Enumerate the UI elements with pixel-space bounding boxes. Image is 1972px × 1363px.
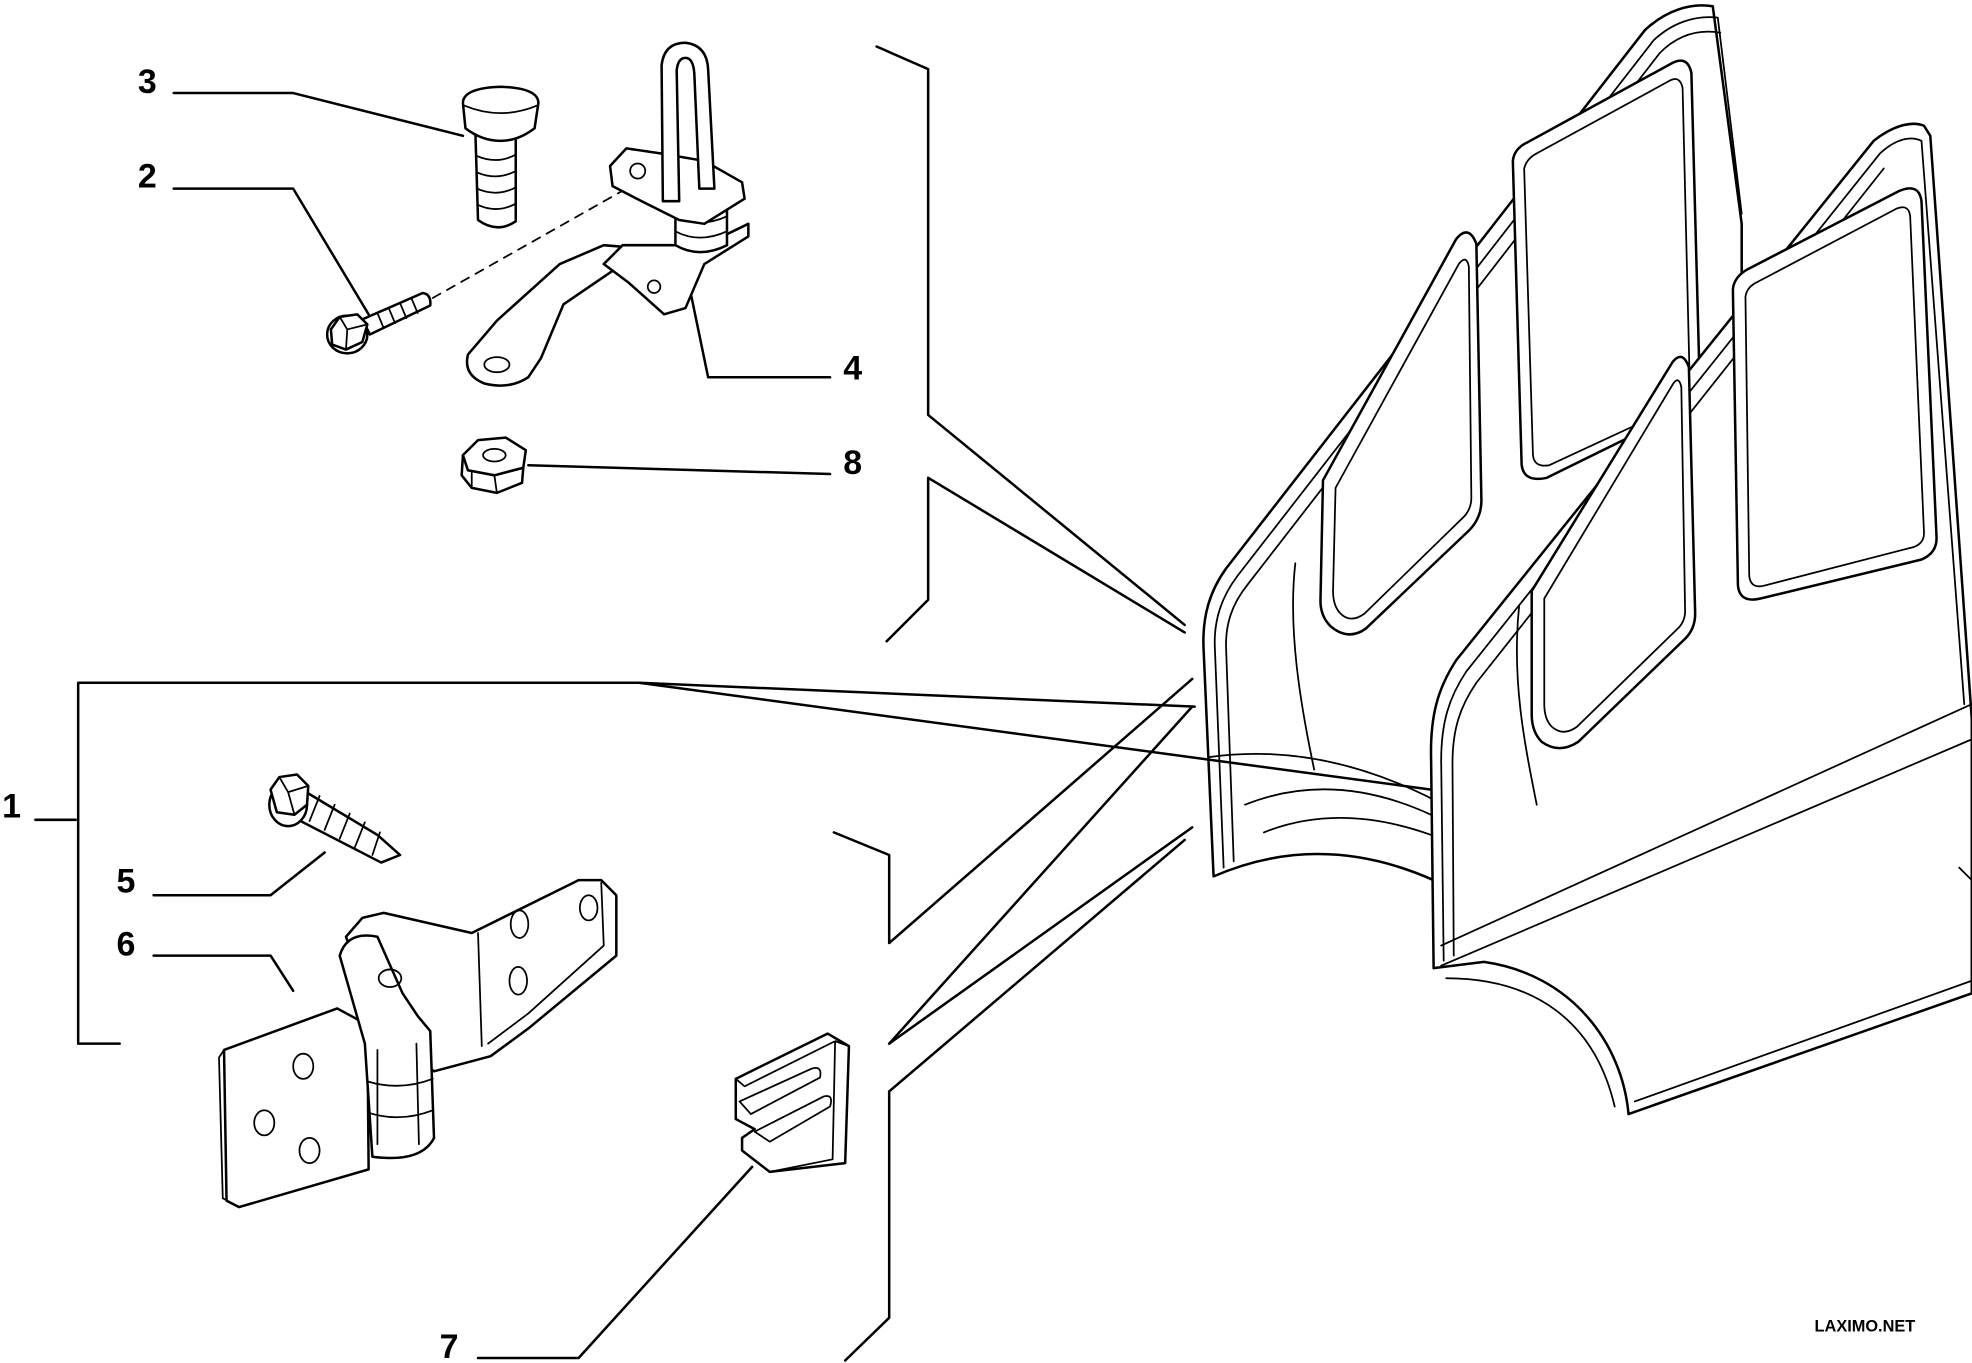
screw-2-hex-edge: [338, 315, 369, 351]
part-7-shim: [734, 1032, 851, 1174]
nut-8-top: [461, 436, 528, 477]
callout-1[interactable]: 1: [2, 787, 21, 825]
front-door-window-inner: [1332, 258, 1473, 620]
leader-line-6: [152, 954, 295, 993]
hinge-6-body-plate: [222, 1007, 370, 1209]
hinge-6-knuckle: [338, 934, 436, 1160]
hinge-6-hole-d: [292, 1052, 315, 1080]
front-door-edge-line-inner: [1225, 30, 1722, 863]
leader-line-3: [172, 91, 465, 138]
screw-2-shank: [361, 291, 432, 336]
pin-bolt-shank: [474, 134, 517, 229]
group-1-pointer-b: [637, 681, 1433, 791]
rear-door: [1429, 122, 1972, 1116]
callout-6[interactable]: 6: [117, 926, 136, 964]
hinge-4-upper-hole: [629, 162, 647, 180]
leader-line-7: [476, 1165, 754, 1360]
lower-bracket-pointer-a: [887, 705, 1194, 1045]
rear-door-sill-line-2: [1440, 738, 1972, 967]
hinge-4-loop: [660, 41, 716, 203]
part-5-screw: [268, 773, 402, 864]
part-8-nut: [460, 436, 528, 495]
shim-7-slot-a: [738, 1067, 822, 1115]
shim-7-slot-b: [753, 1095, 832, 1143]
upper-bracket: [875, 45, 1186, 627]
pin-bolt-head-rim: [463, 104, 538, 114]
hinge-6-hole-b: [578, 894, 599, 922]
hinge-6-hole-c: [508, 966, 528, 996]
part-6-door-hinge: [218, 878, 618, 1209]
callout-5[interactable]: 5: [117, 863, 136, 901]
rear-door-edge-line: [1440, 137, 1966, 962]
screw-5-hex-edge: [278, 776, 310, 816]
lower-bracket-pointer-b: [887, 826, 1194, 1045]
part-3-pin-bolt: [461, 85, 540, 229]
hinge-6-knuckle-lines: [366, 1042, 434, 1146]
nut-8-hole: [482, 448, 507, 463]
front-door-body-line-2: [1244, 788, 1432, 816]
group-1-pointer-a: [637, 681, 1196, 708]
leader-line-2: [172, 187, 370, 316]
hinge-6-body-plate-thickness: [218, 1049, 240, 1208]
lower-bracket: [832, 677, 1194, 945]
leader-line-4: [684, 266, 832, 379]
rear-door-window-inner: [1543, 379, 1686, 733]
pin-bolt-thread: [475, 153, 517, 210]
group-bracket-1: [76, 681, 641, 1045]
front-door-body-line-3: [1263, 817, 1432, 836]
watermark: LAXIMO.NET: [1815, 1318, 1916, 1336]
hinge-6-hole-e: [253, 1109, 276, 1137]
shim-7-thickness: [734, 1040, 850, 1173]
lower-bracket-pointer-c: [887, 838, 1186, 1093]
hinge-4-lower-hole: [646, 279, 662, 294]
screw-5-thread: [308, 795, 381, 856]
assembly-axis-line: [431, 187, 628, 299]
wheel-arch-line: [1445, 977, 1616, 1108]
screw-5-shank: [291, 788, 402, 864]
callout-7[interactable]: 7: [440, 1328, 459, 1363]
rear-door-sill-line-1: [1440, 703, 1972, 947]
hinge-4-arm: [465, 243, 681, 387]
rear-door-upper-window-inner: [1744, 206, 1925, 588]
rear-door-upper-window: [1731, 187, 1938, 601]
screw-2-thread: [376, 297, 419, 330]
leader-line-5: [152, 851, 326, 897]
callout-4[interactable]: 4: [843, 350, 862, 388]
screw-2-hex-head: [329, 313, 369, 351]
hinge-6-hole-a: [509, 909, 530, 939]
front-door-window: [1319, 231, 1483, 636]
callout-labels: 1 2 3 4 5 6 7 8: [2, 63, 862, 1363]
hinge-4-arm-hole: [483, 356, 511, 374]
front-door-upper-window: [1511, 59, 1702, 481]
hinge-6-door-plate-edge: [477, 881, 605, 1048]
part-2-screw: [325, 291, 432, 355]
callout-2[interactable]: 2: [138, 157, 157, 195]
leader-lines: [34, 45, 1433, 1362]
front-door-face-crease: [1292, 562, 1316, 771]
hinge-6-hole-f: [298, 1137, 321, 1164]
hinge-6-pin-hole: [377, 968, 403, 988]
nut-8-edges: [470, 471, 498, 494]
upper-bracket-lower: [885, 476, 1186, 643]
callout-3[interactable]: 3: [138, 63, 157, 101]
body-lower-line: [1633, 979, 1972, 1103]
front-door-upper-window-inner: [1523, 78, 1692, 467]
body-rear-edge-line: [1958, 866, 1972, 882]
rear-door-edge-line-inner: [1451, 167, 1885, 957]
callout-8[interactable]: 8: [843, 444, 862, 482]
rear-door-face-crease: [1515, 605, 1538, 806]
lower-bracket-bottom: [843, 1090, 891, 1362]
leader-line-8: [527, 463, 832, 476]
part-4-hinge: [465, 41, 750, 387]
